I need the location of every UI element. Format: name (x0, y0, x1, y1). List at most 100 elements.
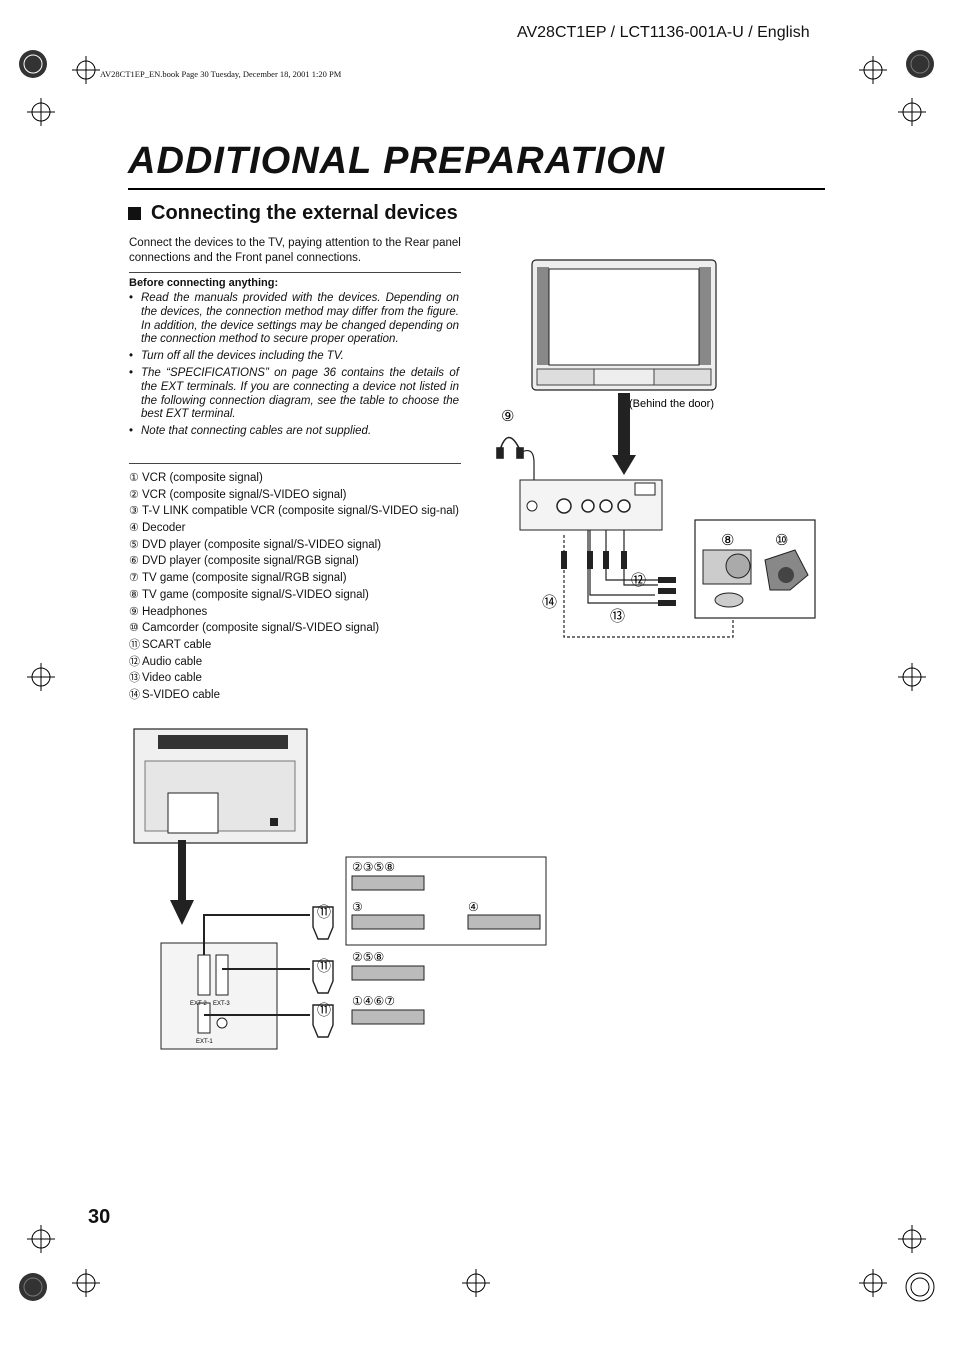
list-item-number: ② (129, 488, 139, 501)
group-label: ④ (468, 900, 479, 914)
page-number: 30 (88, 1206, 111, 1228)
list-item-label: TV game (composite signal/S-VIDEO signal… (142, 588, 369, 601)
list-item-number: ⑦ (129, 572, 139, 585)
list-item-label: VCR (composite signal/S-VIDEO signal) (142, 488, 347, 501)
scart-cable-lines (203, 914, 310, 1016)
callout-scart: ⑪ (317, 1002, 331, 1018)
list-item-label: S-VIDEO cable (142, 688, 220, 701)
callout-svideo: ⑭ (542, 594, 557, 611)
list-item-number: ④ (129, 522, 139, 535)
crosshair-icon (27, 1225, 55, 1253)
note-title: Before connecting anything: (129, 277, 279, 289)
book-info-line: AV28CT1EP_EN.book Page 30 Tuesday, Decem… (100, 69, 342, 79)
tv-rear-illustration (133, 728, 308, 844)
crosshair-icon (27, 663, 55, 691)
rear-terminal-panel (160, 942, 278, 1050)
list-item-label: Audio cable (142, 655, 203, 668)
ext2-label: EXT-2 (190, 1001, 207, 1007)
list-item-number: ⑨ (129, 605, 139, 618)
front-terminal-panel (519, 479, 663, 531)
crosshair-icon (898, 663, 926, 691)
color-target-icon (906, 50, 934, 78)
note-list: Read the manuals provided with the devic… (129, 292, 459, 442)
list-item-number: ⑩ (129, 622, 139, 635)
note-item: Note that connecting cables are not supp… (129, 425, 459, 439)
behind-door-label: (Behind the door) (629, 398, 714, 410)
callout-headphones: ⑨ (501, 408, 514, 425)
color-target-icon (905, 1272, 935, 1302)
headphones-icon (496, 436, 535, 503)
list-item-label: Camcorder (composite signal/S-VIDEO sign… (142, 622, 380, 635)
crosshair-icon (898, 1225, 926, 1253)
crosshair-icon (859, 1269, 887, 1297)
device-box (694, 519, 816, 619)
list-item-number: ⑪ (129, 638, 140, 651)
list-item-label: SCART cable (142, 638, 212, 651)
crosshair-icon (72, 1269, 100, 1297)
crosshair-icon (462, 1269, 490, 1297)
section-heading-text: Connecting the external devices (151, 202, 458, 224)
list-item-number: ⑬ (129, 672, 140, 685)
ext3-label: EXT-3 (213, 1001, 230, 1007)
list-item-label: VCR (composite signal) (142, 472, 263, 484)
callout-camcorder: ⑩ (775, 532, 788, 549)
callout-scart: ⑪ (317, 958, 331, 974)
callout-video: ⑬ (610, 608, 625, 625)
down-arrow-icon (612, 393, 636, 475)
rear-connection-diagram: EXT-2 EXT-3 EXT-1 ⑪ ⑪ ⑪ ⑪ ②③⑤⑧ ③ ④ ②⑤⑧ ①… (133, 728, 547, 1050)
front-connection-diagram: (Behind the door) ⑨ ⑫ (496, 259, 816, 638)
list-item-number: ⑥ (129, 555, 139, 568)
group-label: ①④⑥⑦ (352, 994, 395, 1008)
list-item-label: DVD player (composite signal/RGB signal) (142, 555, 359, 568)
intro-paragraph: Connect the devices to the TV, paying at… (129, 237, 461, 264)
note-item: The “SPECIFICATIONS” on page 36 contains… (129, 367, 459, 422)
crosshair-icon (898, 98, 926, 126)
group-label: ③ (352, 900, 363, 914)
document-code: AV28CT1EP / LCT1136-001A-U / English (517, 24, 810, 41)
list-item-label: DVD player (composite signal/S-VIDEO sig… (142, 538, 382, 551)
list-item-number: ⑭ (129, 688, 140, 701)
down-arrow-icon (170, 840, 194, 925)
list-item-number: ⑤ (129, 538, 139, 551)
list-item-number: ③ (129, 505, 139, 518)
list-item-label: Decoder (142, 522, 186, 535)
note-item: Turn off all the devices including the T… (129, 350, 459, 364)
list-item-number: ⑧ (129, 588, 139, 601)
crosshair-icon (27, 98, 55, 126)
crosshair-icon (859, 56, 887, 84)
note-top-rule (129, 272, 461, 273)
page-title: ADDITIONAL PREPARATION (128, 140, 666, 182)
square-bullet-icon (128, 207, 141, 220)
list-item-number: ⑫ (129, 655, 140, 668)
callout-scart: ⑪ (317, 904, 331, 920)
plug-icons (561, 551, 676, 606)
ext1-label: EXT-1 (196, 1039, 213, 1045)
callout-audio: ⑫ (631, 572, 646, 589)
callout-tv-game: ⑧ (721, 532, 734, 549)
title-divider (128, 188, 825, 190)
note-item: Read the manuals provided with the devic… (129, 292, 459, 347)
color-target-icon (19, 50, 47, 78)
section-heading: Connecting the external devices (128, 202, 458, 225)
note-bottom-rule (129, 463, 461, 464)
device-group-box (345, 856, 547, 946)
list-item-label: TV game (composite signal/RGB signal) (142, 572, 347, 585)
tv-front-illustration (531, 259, 717, 391)
list-item-label: Headphones (142, 605, 208, 618)
